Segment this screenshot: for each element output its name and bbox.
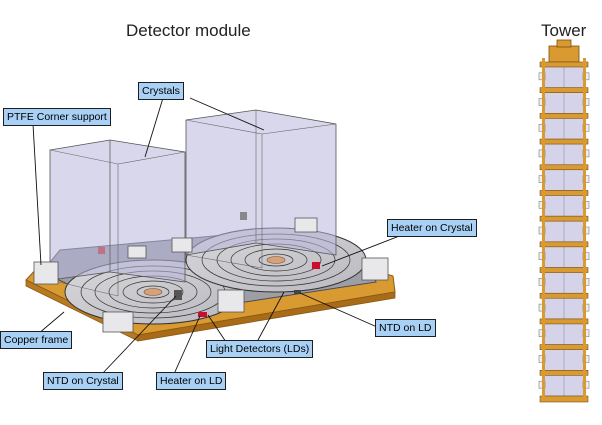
module-title: Detector module (126, 21, 251, 40)
label-heater-on-ld: Heater on LD (156, 372, 227, 390)
tower-base-frame (539, 395, 589, 403)
tower-post (542, 58, 545, 400)
label-crystals: Crystals (138, 82, 184, 100)
label-ntd-on-ld: NTD on LD (375, 319, 436, 337)
tower-copper-frame (539, 61, 589, 68)
tower-post (583, 58, 586, 400)
crystal-left (49, 139, 186, 297)
tower-copper-frame (539, 318, 589, 325)
heater-on-ld-chip (198, 312, 207, 317)
heater-on-crystal-chip (312, 262, 320, 269)
tower-copper-frame (539, 292, 589, 299)
tower-copper-frame (539, 267, 589, 273)
tower-copper-frame (539, 190, 589, 196)
tower-copper-frame (539, 113, 589, 119)
tower-copper-frame (539, 344, 589, 350)
label-ntd-on-crystal: NTD on Crystal (43, 372, 123, 390)
crystal-marker-right (240, 212, 247, 220)
tower-copper-frame (539, 164, 589, 171)
leader-lines (32, 97, 421, 375)
tower-cap (548, 45, 580, 63)
tower (538, 39, 590, 403)
ntd-on-ld-chip (294, 290, 301, 294)
label-light-detectors: Light Detectors (LDs) (206, 340, 314, 358)
tower-copper-frame (539, 87, 589, 93)
label-copper-frame: Copper frame (0, 331, 73, 349)
ntd-on-crystal-chip (174, 290, 182, 300)
tower-copper-frame (539, 138, 589, 145)
ptfe-supports (33, 217, 389, 333)
tower-top-block (556, 39, 572, 48)
crystal-marker-left (98, 247, 105, 254)
tower-copper-frame (539, 241, 589, 248)
label-ptfe-corner-support: PTFE Corner support (3, 108, 111, 126)
label-heater-on-crystal: Heater on Crystal (387, 219, 477, 237)
tower-copper-frame (539, 370, 589, 376)
tower-copper-frame (539, 215, 589, 222)
tower-title: Tower (541, 21, 587, 40)
